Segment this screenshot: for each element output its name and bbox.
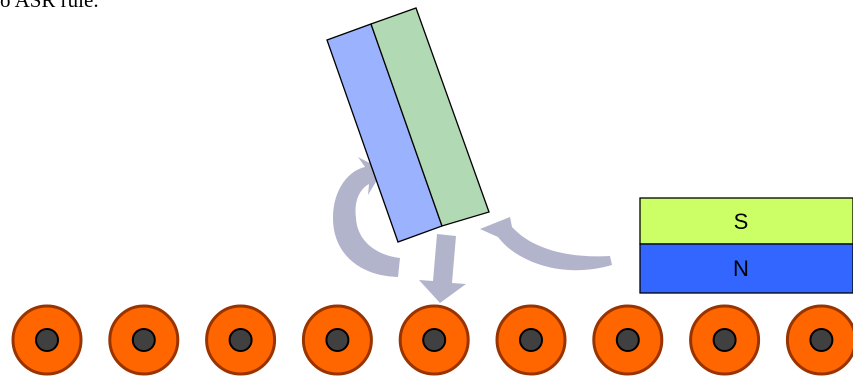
magnet-south-pole: [639, 197, 853, 245]
atom: [205, 304, 277, 376]
atom-core: [519, 328, 543, 352]
atom: [785, 304, 853, 376]
plate-right-layer: [370, 7, 490, 227]
tilted-plate: [326, 7, 490, 243]
atom-core: [712, 328, 737, 352]
arrows-group: [333, 157, 612, 303]
atom: [301, 304, 373, 376]
magnet-north-pole: [639, 243, 853, 294]
magnet-to-plate-arrow: [480, 217, 612, 271]
north-pole-label: N: [733, 256, 749, 281]
atom: [689, 304, 761, 376]
atom-core: [131, 328, 156, 352]
atom: [108, 304, 180, 376]
atom-row: [11, 304, 853, 376]
atom-core: [325, 328, 350, 352]
atom-core: [809, 328, 834, 352]
atom: [398, 304, 470, 376]
atom: [592, 304, 664, 376]
bar-magnet: [639, 197, 853, 294]
south-pole-label: S: [734, 209, 749, 234]
atom-core: [422, 328, 447, 352]
atom-core: [228, 328, 253, 352]
downward-arrow: [419, 234, 466, 303]
atom: [495, 304, 567, 376]
atom-core: [615, 328, 640, 352]
caption-text: o ASR rule.: [0, 0, 99, 12]
atom-core: [35, 328, 59, 352]
rotation-arrow: [333, 157, 400, 277]
atom: [11, 304, 83, 376]
